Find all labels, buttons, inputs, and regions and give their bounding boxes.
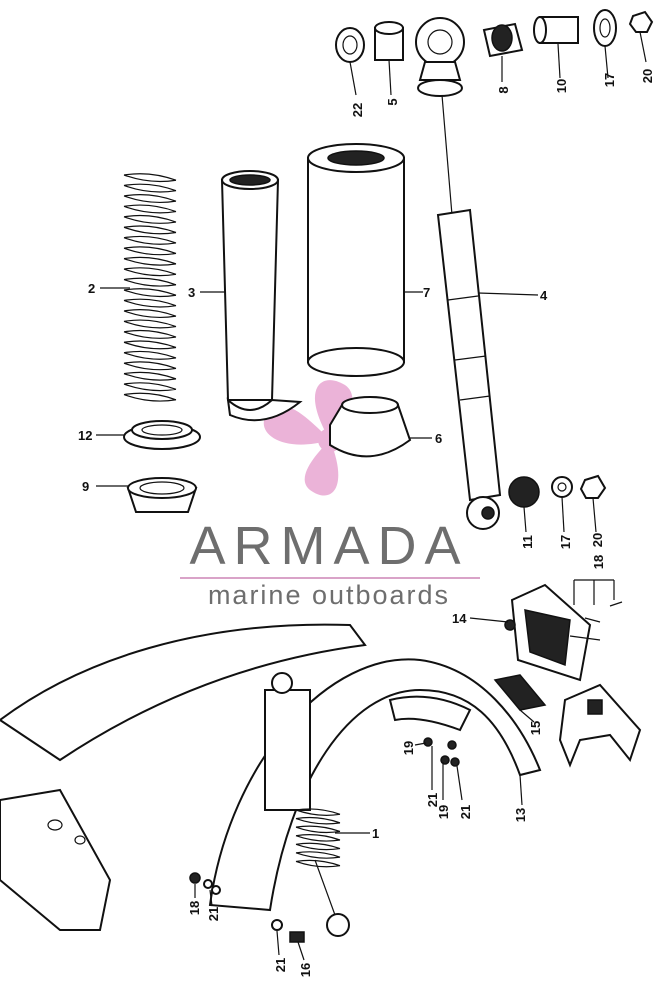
callout-2: 2 bbox=[88, 281, 95, 296]
mounted-shock-1 bbox=[264, 672, 350, 937]
rear-fender-13 bbox=[208, 658, 542, 912]
callout-19-right: 19 bbox=[436, 805, 451, 819]
callout-21-bottom-b: 21 bbox=[273, 958, 288, 972]
cover-tube-3 bbox=[220, 170, 303, 422]
callout-3: 3 bbox=[188, 285, 195, 300]
callout-5: 5 bbox=[385, 98, 400, 105]
frame-outline bbox=[0, 623, 367, 931]
callout-19-left: 19 bbox=[401, 741, 416, 755]
callout-21-left: 21 bbox=[425, 793, 440, 807]
stopper-9 bbox=[126, 477, 198, 513]
bottom-hardware bbox=[508, 474, 607, 508]
nut-20-top bbox=[628, 10, 654, 33]
callout-20-mid: 20 bbox=[590, 533, 605, 547]
spring-2 bbox=[123, 173, 177, 402]
bracket-14 bbox=[504, 583, 592, 682]
callout-7: 7 bbox=[423, 285, 430, 300]
callout-4: 4 bbox=[540, 288, 548, 303]
seat-6 bbox=[329, 396, 412, 458]
callout-20-top: 20 bbox=[640, 69, 655, 83]
bolts-18 bbox=[569, 601, 623, 641]
callout-12: 12 bbox=[78, 428, 92, 443]
washer-17-top bbox=[593, 9, 617, 47]
callout-14: 14 bbox=[452, 611, 467, 626]
bushing-5 bbox=[374, 21, 404, 61]
brand-divider bbox=[180, 577, 480, 579]
callout-16: 16 bbox=[298, 963, 313, 977]
washer-22 bbox=[335, 27, 365, 63]
callout-17-top: 17 bbox=[602, 73, 617, 87]
rubber-bushing-8 bbox=[482, 22, 524, 58]
callout-10: 10 bbox=[554, 79, 569, 93]
fasteners bbox=[189, 737, 460, 943]
callout-21-right: 21 bbox=[458, 805, 473, 819]
callout-13: 13 bbox=[513, 808, 528, 822]
plate-15 bbox=[493, 674, 547, 711]
callout-6: 6 bbox=[435, 431, 442, 446]
upper-eye-mount bbox=[415, 17, 465, 97]
callout-18-bottom: 18 bbox=[187, 901, 202, 915]
brand-tagline: marine outboards bbox=[207, 580, 451, 610]
callout-22: 22 bbox=[350, 103, 365, 117]
callout-1: 1 bbox=[372, 826, 379, 841]
callout-21-bottom-a: 21 bbox=[206, 907, 221, 921]
damper-4 bbox=[436, 94, 502, 530]
callout-17-mid: 17 bbox=[558, 535, 573, 549]
cover-tube-7 bbox=[307, 143, 405, 377]
callout-8: 8 bbox=[496, 86, 511, 93]
collar-10 bbox=[533, 16, 579, 44]
leader-lines bbox=[96, 31, 647, 961]
callout-9: 9 bbox=[82, 479, 89, 494]
callout-15: 15 bbox=[528, 721, 543, 735]
callout-18-top: 18 bbox=[591, 555, 606, 569]
spring-seat-12 bbox=[123, 420, 201, 450]
callout-labels: 22 5 8 10 17 20 2 3 7 4 12 6 9 11 17 20 … bbox=[78, 69, 655, 977]
brand-name: ARMADA bbox=[189, 516, 469, 576]
clip-bracket bbox=[558, 683, 642, 768]
callout-11: 11 bbox=[520, 535, 535, 549]
